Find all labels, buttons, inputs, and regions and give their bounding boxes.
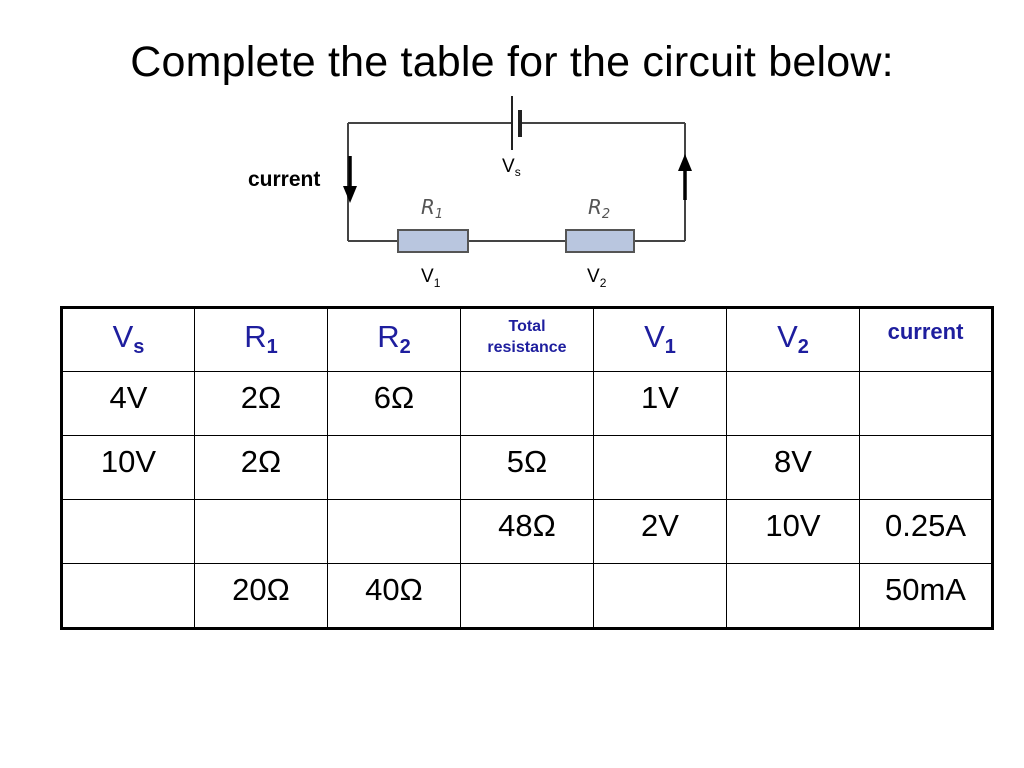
v1-label: V1 (421, 266, 441, 290)
table-cell: 4V (61, 371, 195, 436)
current-label: current (248, 168, 320, 191)
table-cell: 6Ω (327, 371, 461, 436)
resistor-r1 (397, 229, 469, 253)
table-cell (726, 563, 860, 629)
header-v1: V1 (593, 307, 727, 372)
battery-icon (511, 96, 522, 150)
table-cell (593, 563, 727, 629)
table-cell (460, 563, 594, 629)
table-row: 48Ω 2V 10V 0.25A (61, 499, 993, 564)
table-cell: 10V (61, 435, 195, 500)
table-cell: 20Ω (194, 563, 328, 629)
current-arrow-down-icon (343, 156, 357, 203)
table-cell (61, 563, 195, 629)
header-r2: R2 (327, 307, 461, 372)
table-cell: 5Ω (460, 435, 594, 500)
table-cell (859, 435, 993, 500)
table-cell (726, 371, 860, 436)
table-cell (61, 499, 195, 564)
table-row: 20Ω 40Ω 50mA (61, 563, 993, 629)
table-cell: 0.25A (859, 499, 993, 564)
resistor-r2 (565, 229, 635, 253)
table-cell: 2Ω (194, 371, 328, 436)
table-cell (460, 371, 594, 436)
slide-title: Complete the table for the circuit below… (130, 38, 894, 86)
r1-label: R1 (421, 195, 443, 222)
header-current: current (859, 307, 993, 372)
table-cell: 8V (726, 435, 860, 500)
r2-label: R2 (588, 195, 610, 222)
vs-label: Vs (502, 156, 521, 179)
header-r1: R1 (194, 307, 328, 372)
table-row: 4V 2Ω 6Ω 1V (61, 371, 993, 436)
table-cell: 10V (726, 499, 860, 564)
table-cell (593, 435, 727, 500)
circuit-wires (347, 122, 686, 242)
table-cell: 40Ω (327, 563, 461, 629)
table-cell (327, 499, 461, 564)
table-cell (194, 499, 328, 564)
table-cell: 48Ω (460, 499, 594, 564)
table-cell: 2Ω (194, 435, 328, 500)
circuit-diagram: current Vs R1 R2 V1 V2 (248, 96, 692, 290)
table-cell (327, 435, 461, 500)
header-v2: V2 (726, 307, 860, 372)
table-row: 10V 2Ω 5Ω 8V (61, 435, 993, 500)
header-vs: Vs (61, 307, 195, 372)
table-cell: 50mA (859, 563, 993, 629)
current-arrow-up-icon (678, 154, 692, 200)
table-cell (859, 371, 993, 436)
table-cell: 1V (593, 371, 727, 436)
v2-label: V2 (587, 266, 607, 290)
table-cell: 2V (593, 499, 727, 564)
